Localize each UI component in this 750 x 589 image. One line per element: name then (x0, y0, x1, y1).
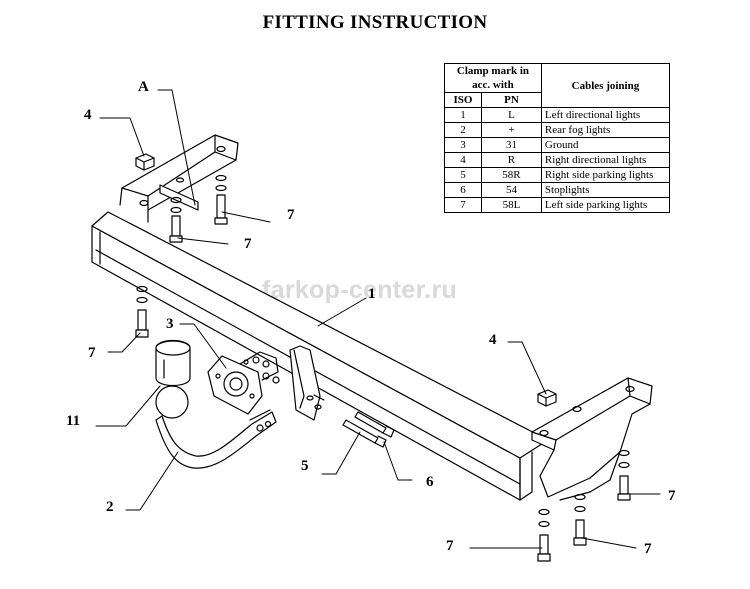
label-7-top-right: 7 (287, 207, 295, 223)
table-row: 1 L Left directional lights (444, 107, 671, 123)
table-header-row: Clamp mark in acc. with Cables joining (444, 63, 671, 108)
bolt-set-bottom-right (573, 493, 587, 546)
table-row: 4 R Right directional lights (444, 152, 671, 168)
ball-mount-bracket (289, 345, 325, 421)
header-pn: PN (481, 92, 542, 108)
pn-cell: 58L (481, 197, 542, 213)
clamp-nut-left (135, 153, 155, 171)
label-7-bottom-right: 7 (644, 541, 652, 557)
socket-plate (207, 351, 280, 415)
table-row: 6 54 Stoplights (444, 182, 671, 198)
label-3: 3 (166, 316, 174, 332)
label-a: A (138, 79, 149, 95)
iso-cell: 7 (444, 197, 482, 213)
bolt-set-bottom-left (537, 508, 551, 562)
header-iso: ISO (444, 92, 482, 108)
page-title: FITTING INSTRUCTION (262, 12, 488, 33)
label-7-mid: 7 (244, 236, 252, 252)
cable-cell: Left side parking lights (540, 197, 671, 213)
bolt-set-right-upper (617, 449, 631, 501)
header-cables-joining: Cables joining (540, 63, 671, 108)
table-row: 2 + Rear fog lights (444, 122, 671, 138)
label-7-left: 7 (88, 345, 96, 361)
label-1: 1 (368, 286, 376, 302)
cable-cell: Left directional lights (540, 107, 671, 123)
table-row: 5 58R Right side parking lights (444, 167, 671, 183)
label-2: 2 (106, 499, 114, 515)
label-7-bottom-left: 7 (446, 538, 454, 554)
table-row: 7 58L Left side parking lights (444, 197, 671, 213)
label-7-right-upper: 7 (668, 488, 676, 504)
table-row: 3 31 Ground (444, 137, 671, 153)
label-4-right: 4 (489, 332, 497, 348)
bolt-set-left (135, 285, 149, 338)
bolt-set-mid (169, 196, 183, 243)
tow-ball (155, 379, 277, 469)
label-4-left: 4 (84, 107, 92, 123)
label-6: 6 (426, 474, 434, 490)
cable-cell: Ground (540, 137, 671, 153)
bolt-6 (354, 411, 395, 438)
clamp-nut-right (537, 389, 557, 407)
ball-cap (155, 339, 191, 387)
cable-cell: Right directional lights (540, 152, 671, 168)
leader-lines (95, 89, 661, 549)
cable-cell: Stoplights (540, 182, 671, 198)
label-5: 5 (301, 458, 309, 474)
bolt-set-top (214, 174, 228, 225)
label-11: 11 (66, 413, 80, 429)
table-subheader-row: ISO PN (444, 92, 670, 108)
watermark: farkop-center.ru (262, 276, 458, 304)
cable-connection-table: Clamp mark in acc. with Cables joining I… (444, 63, 671, 213)
